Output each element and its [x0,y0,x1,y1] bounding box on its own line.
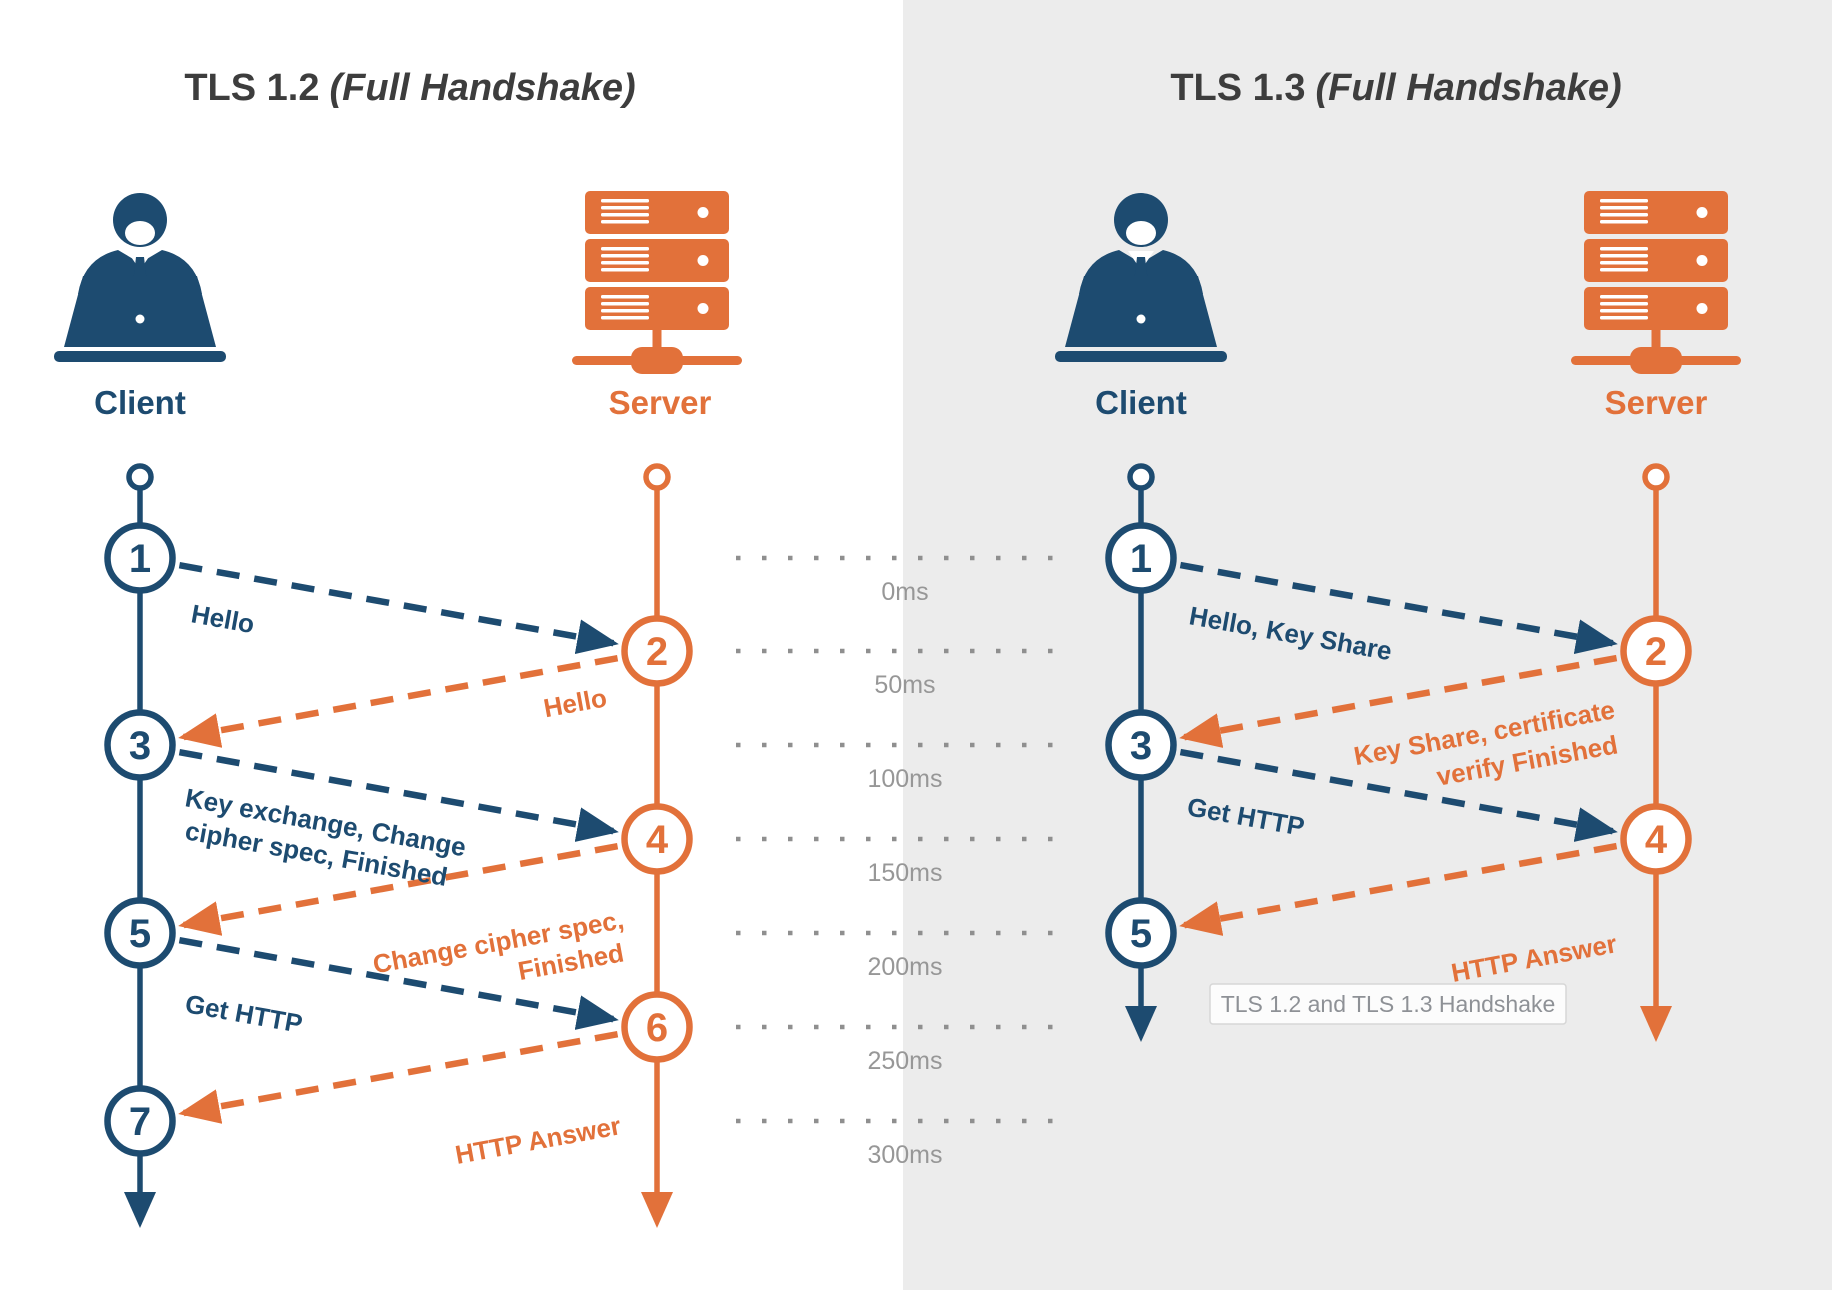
svg-text:6: 6 [646,1006,668,1050]
tls13-diagram: TLS 1.3(Full Handshake) Client Server He… [1055,67,1741,1042]
svg-text:TLS 1.2 and TLS 1.3 Handshake: TLS 1.2 and TLS 1.3 Handshake [1221,991,1556,1017]
svg-text:5: 5 [1130,912,1152,956]
svg-text:2: 2 [1645,630,1667,674]
tls12-title: TLS 1.2(Full Handshake) [184,67,635,109]
client-label: Client [1095,384,1187,421]
server-label: Server [609,384,712,421]
timeline-label: 100ms [867,765,942,793]
node-3: 3 [104,709,176,781]
node-4: 4 [1620,803,1692,875]
timeline-label: 150ms [867,859,942,887]
lifeline-arrowhead [641,1192,673,1228]
node-2: 2 [1620,615,1692,687]
node-3: 3 [1105,709,1177,781]
node-1: 1 [104,522,176,594]
node-5: 5 [1105,897,1177,969]
timeline-label: 200ms [867,953,942,981]
node-1: 1 [1105,522,1177,594]
svg-text:4: 4 [1645,818,1668,862]
tls13-title: TLS 1.3(Full Handshake) [1170,67,1621,109]
svg-text:3: 3 [1130,724,1152,768]
timeline-label: 300ms [867,1141,942,1169]
message-label: Hello [189,598,257,639]
lifeline-start-circle [643,463,671,491]
lifeline-start-circle [1127,463,1155,491]
server-icon [572,191,742,374]
server-lifeline [1640,463,1672,1042]
message-label: Hello [541,682,609,723]
message-label: HTTP Answer [453,1110,623,1169]
timeline-label: 50ms [874,671,935,699]
node-6: 6 [621,991,693,1063]
client-lifeline [124,463,156,1228]
message-label: Get HTTP [183,988,305,1039]
svg-text:3: 3 [129,724,151,768]
tls12-diagram: TLS 1.2(Full Handshake) Client Server He… [54,67,742,1228]
timeline-label: 0ms [881,578,928,606]
lifeline-start-circle [1642,463,1670,491]
svg-text:1: 1 [129,537,151,581]
svg-text:7: 7 [129,1100,151,1144]
message-arrow-http-answer [178,1031,619,1124]
tooltip: TLS 1.2 and TLS 1.3 Handshake [1209,983,1567,1025]
svg-text:1: 1 [1130,537,1152,581]
timeline-label: 250ms [867,1047,942,1075]
node-5: 5 [104,897,176,969]
client-icon [54,193,226,362]
lifeline-start-circle [126,463,154,491]
node-4: 4 [621,803,693,875]
lifeline-arrowhead [1640,1006,1672,1042]
lifeline-arrowhead [1125,1006,1157,1042]
lifeline-arrowhead [124,1192,156,1228]
svg-text:5: 5 [129,912,151,956]
svg-text:2: 2 [646,630,668,674]
client-label: Client [94,384,186,421]
server-label: Server [1605,384,1708,421]
node-2: 2 [621,615,693,687]
node-7: 7 [104,1085,176,1157]
timeline: 0ms 50ms 100ms 150ms 200ms 250ms 300ms [736,555,1073,1169]
svg-text:4: 4 [646,818,669,862]
